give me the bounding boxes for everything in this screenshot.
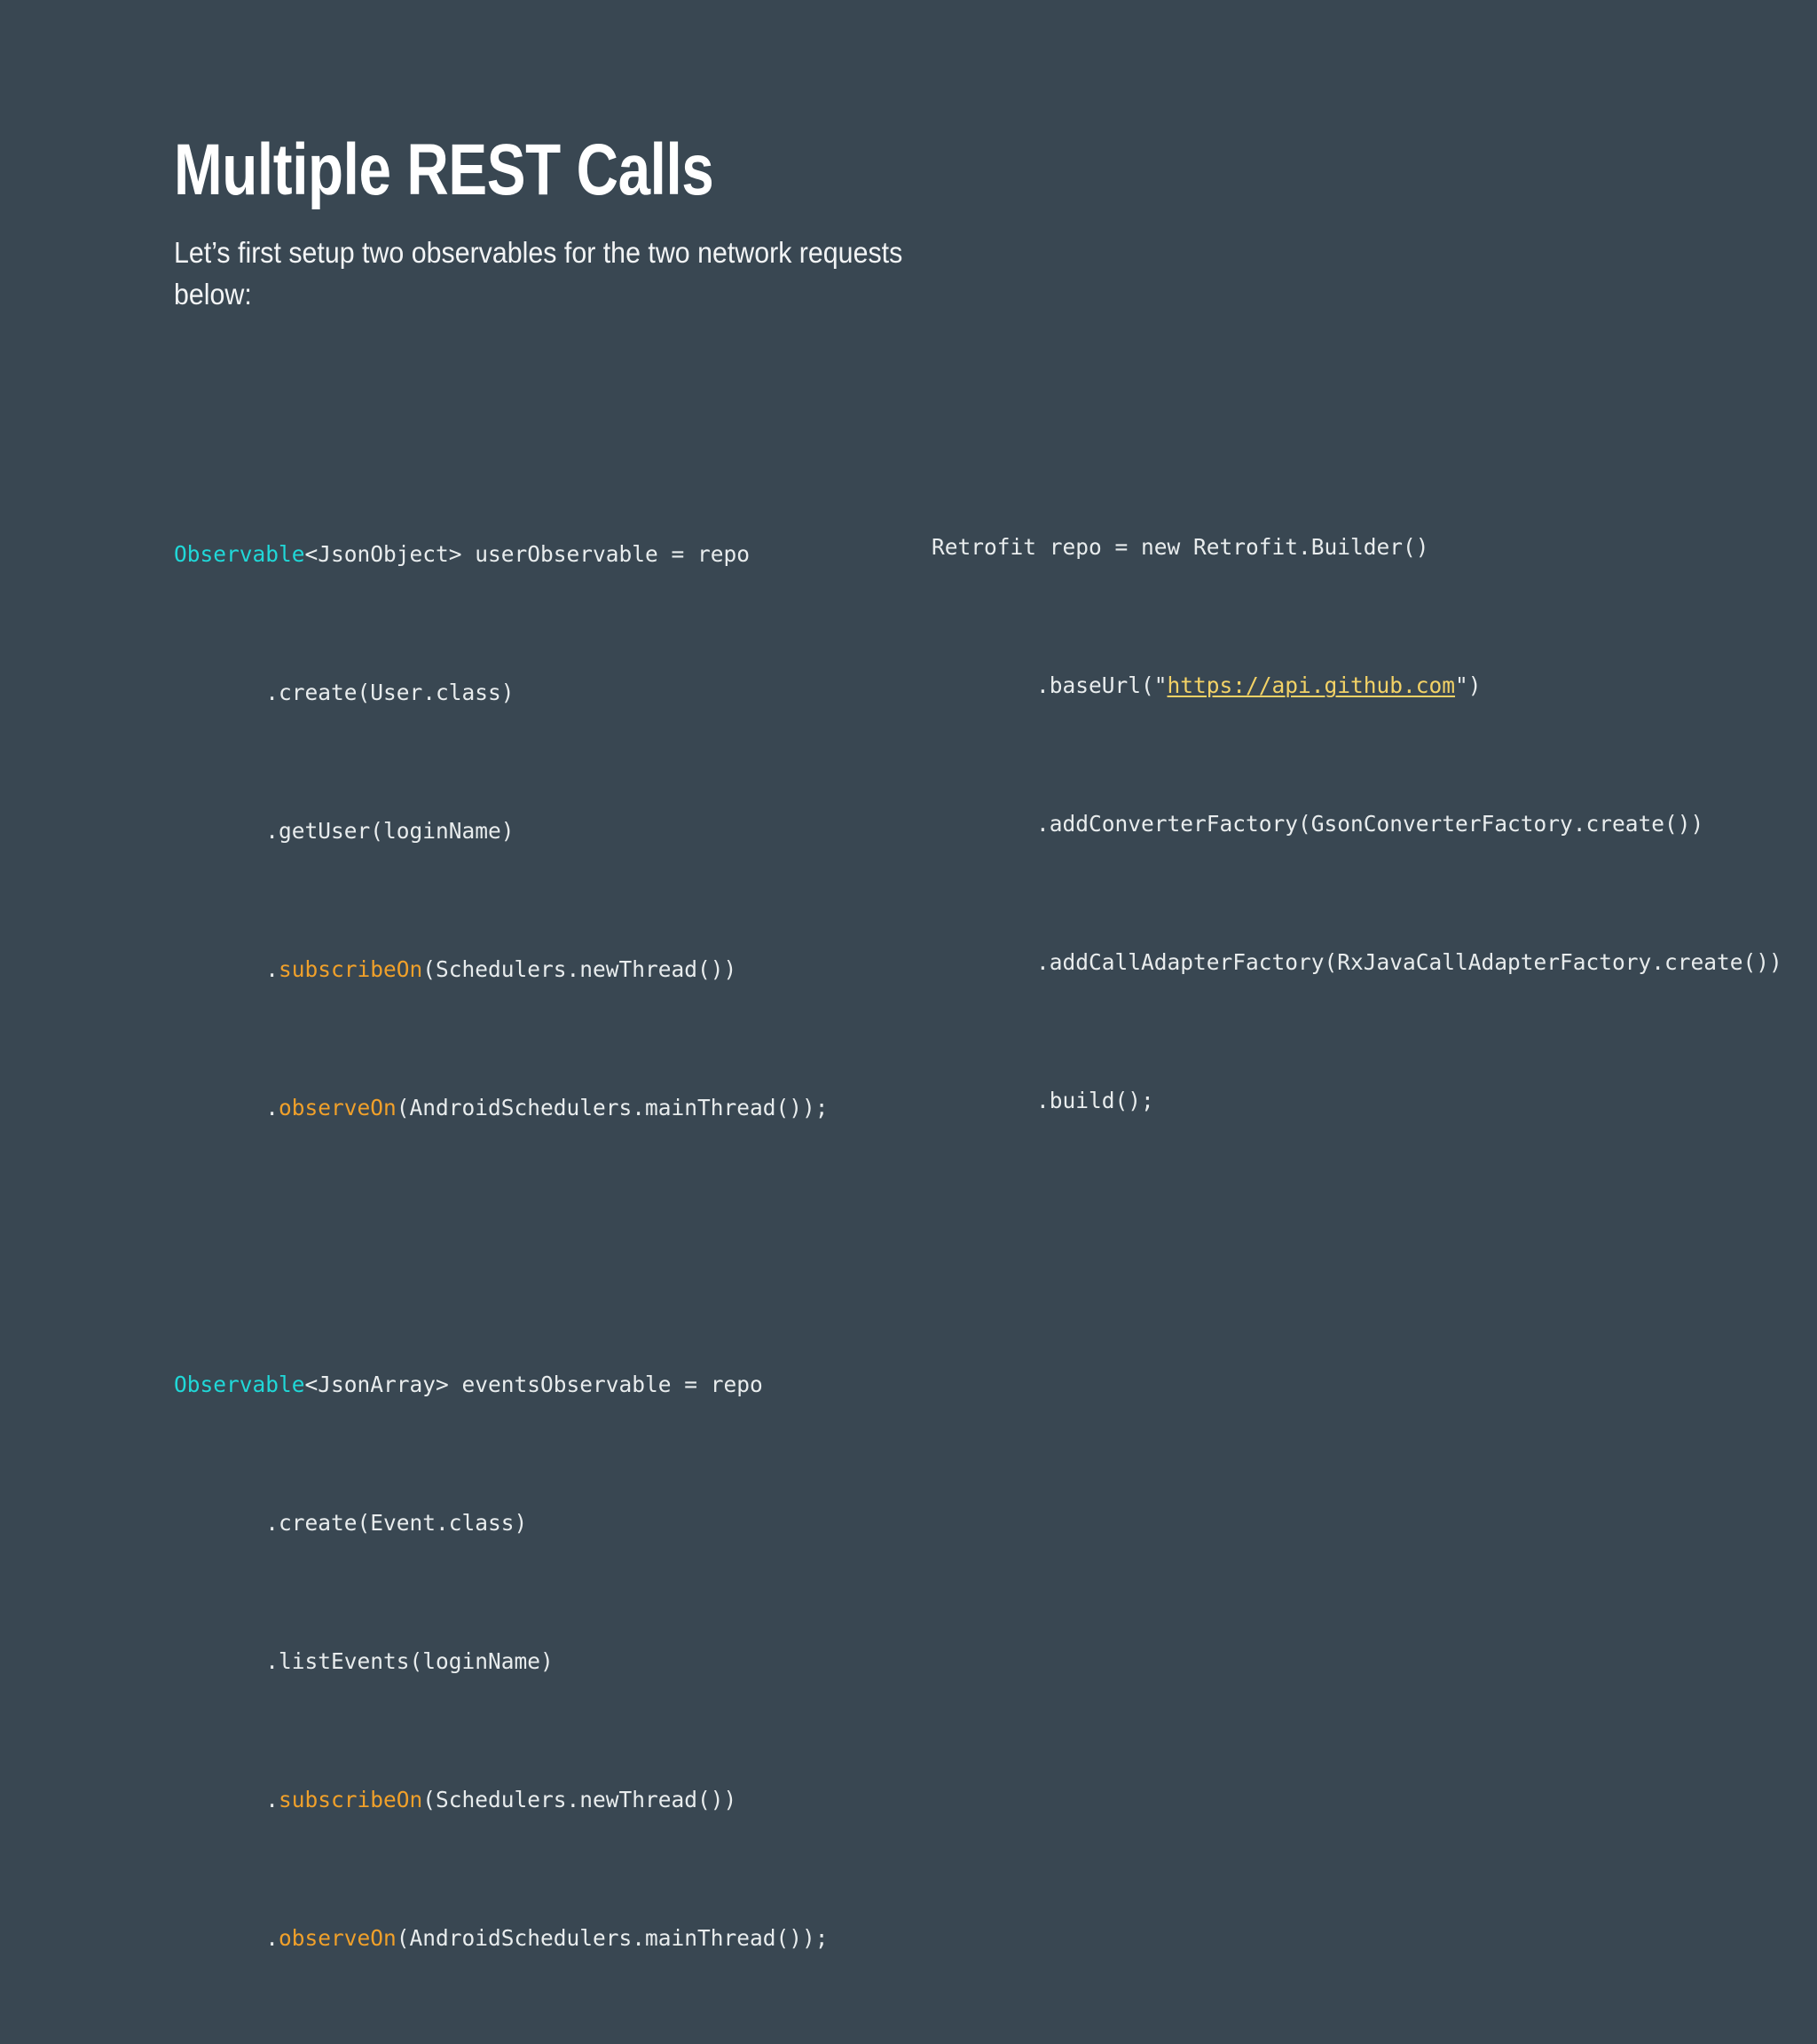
presentation-slide: Multiple REST Calls Let’s first setup tw… bbox=[174, 129, 1782, 1951]
code-text: . bbox=[174, 1787, 279, 1812]
page-title: Multiple REST Calls bbox=[174, 129, 714, 210]
method-subscribeon: subscribeOn bbox=[279, 956, 423, 982]
subtitle-line-1: Let’s first setup two observables for th… bbox=[174, 236, 903, 269]
code-text: (Schedulers.newThread()) bbox=[422, 956, 737, 982]
code-line: .create(Event.class) bbox=[174, 1510, 528, 1536]
subtitle-line-2: below: bbox=[174, 277, 252, 311]
code-line: .observeOn(AndroidSchedulers.mainThread(… bbox=[174, 1921, 829, 1955]
type-keyword-observable: Observable bbox=[174, 1372, 305, 1397]
method-observeon: observeOn bbox=[279, 1095, 397, 1120]
code-text: (AndroidSchedulers.mainThread()); bbox=[396, 1925, 829, 1951]
code-block-observables: Observable<JsonObject> userObservable = … bbox=[174, 433, 829, 2044]
github-api-url-link[interactable]: https://api.github.com bbox=[1167, 672, 1456, 698]
code-line: .listEvents(loginName) bbox=[174, 1648, 554, 1674]
code-line: .build(); bbox=[932, 1088, 1154, 1113]
code-line: .create(User.class) bbox=[174, 680, 515, 705]
method-observeon: observeOn bbox=[279, 1925, 397, 1951]
code-text: .baseUrl(" bbox=[932, 672, 1168, 698]
code-text: . bbox=[174, 1095, 279, 1120]
code-text: (AndroidSchedulers.mainThread()); bbox=[396, 1095, 829, 1120]
code-line: .observeOn(AndroidSchedulers.mainThread(… bbox=[174, 1090, 829, 1125]
code-text: ") bbox=[1455, 672, 1482, 698]
code-text: <JsonObject> userObservable = repo bbox=[304, 541, 751, 567]
subtitle-paragraph: Let’s first setup two observables for th… bbox=[174, 232, 1137, 316]
code-line: Observable<JsonObject> userObservable = … bbox=[174, 537, 829, 571]
code-line: Retrofit repo = new Retrofit.Builder() bbox=[932, 534, 1429, 560]
code-line: .addConverterFactory(GsonConverterFactor… bbox=[932, 811, 1704, 837]
code-line: .subscribeOn(Schedulers.newThread()) bbox=[174, 952, 829, 987]
code-text: . bbox=[174, 1925, 279, 1951]
code-line: Observable<JsonArray> eventsObservable =… bbox=[174, 1367, 829, 1402]
code-line: .addCallAdapterFactory(RxJavaCallAdapter… bbox=[932, 949, 1782, 975]
method-subscribeon: subscribeOn bbox=[279, 1787, 423, 1812]
code-line: .baseUrl("https://api.github.com") bbox=[932, 668, 1782, 703]
code-line: .getUser(loginName) bbox=[174, 818, 515, 844]
code-line: .subscribeOn(Schedulers.newThread()) bbox=[174, 1782, 829, 1817]
code-text: . bbox=[174, 956, 279, 982]
code-text: (Schedulers.newThread()) bbox=[422, 1787, 737, 1812]
type-keyword-observable: Observable bbox=[174, 541, 305, 567]
code-block-retrofit-builder: Retrofit repo = new Retrofit.Builder() .… bbox=[932, 426, 1782, 1222]
code-blank-line bbox=[174, 1229, 829, 1263]
code-text: <JsonArray> eventsObservable = repo bbox=[304, 1372, 763, 1397]
